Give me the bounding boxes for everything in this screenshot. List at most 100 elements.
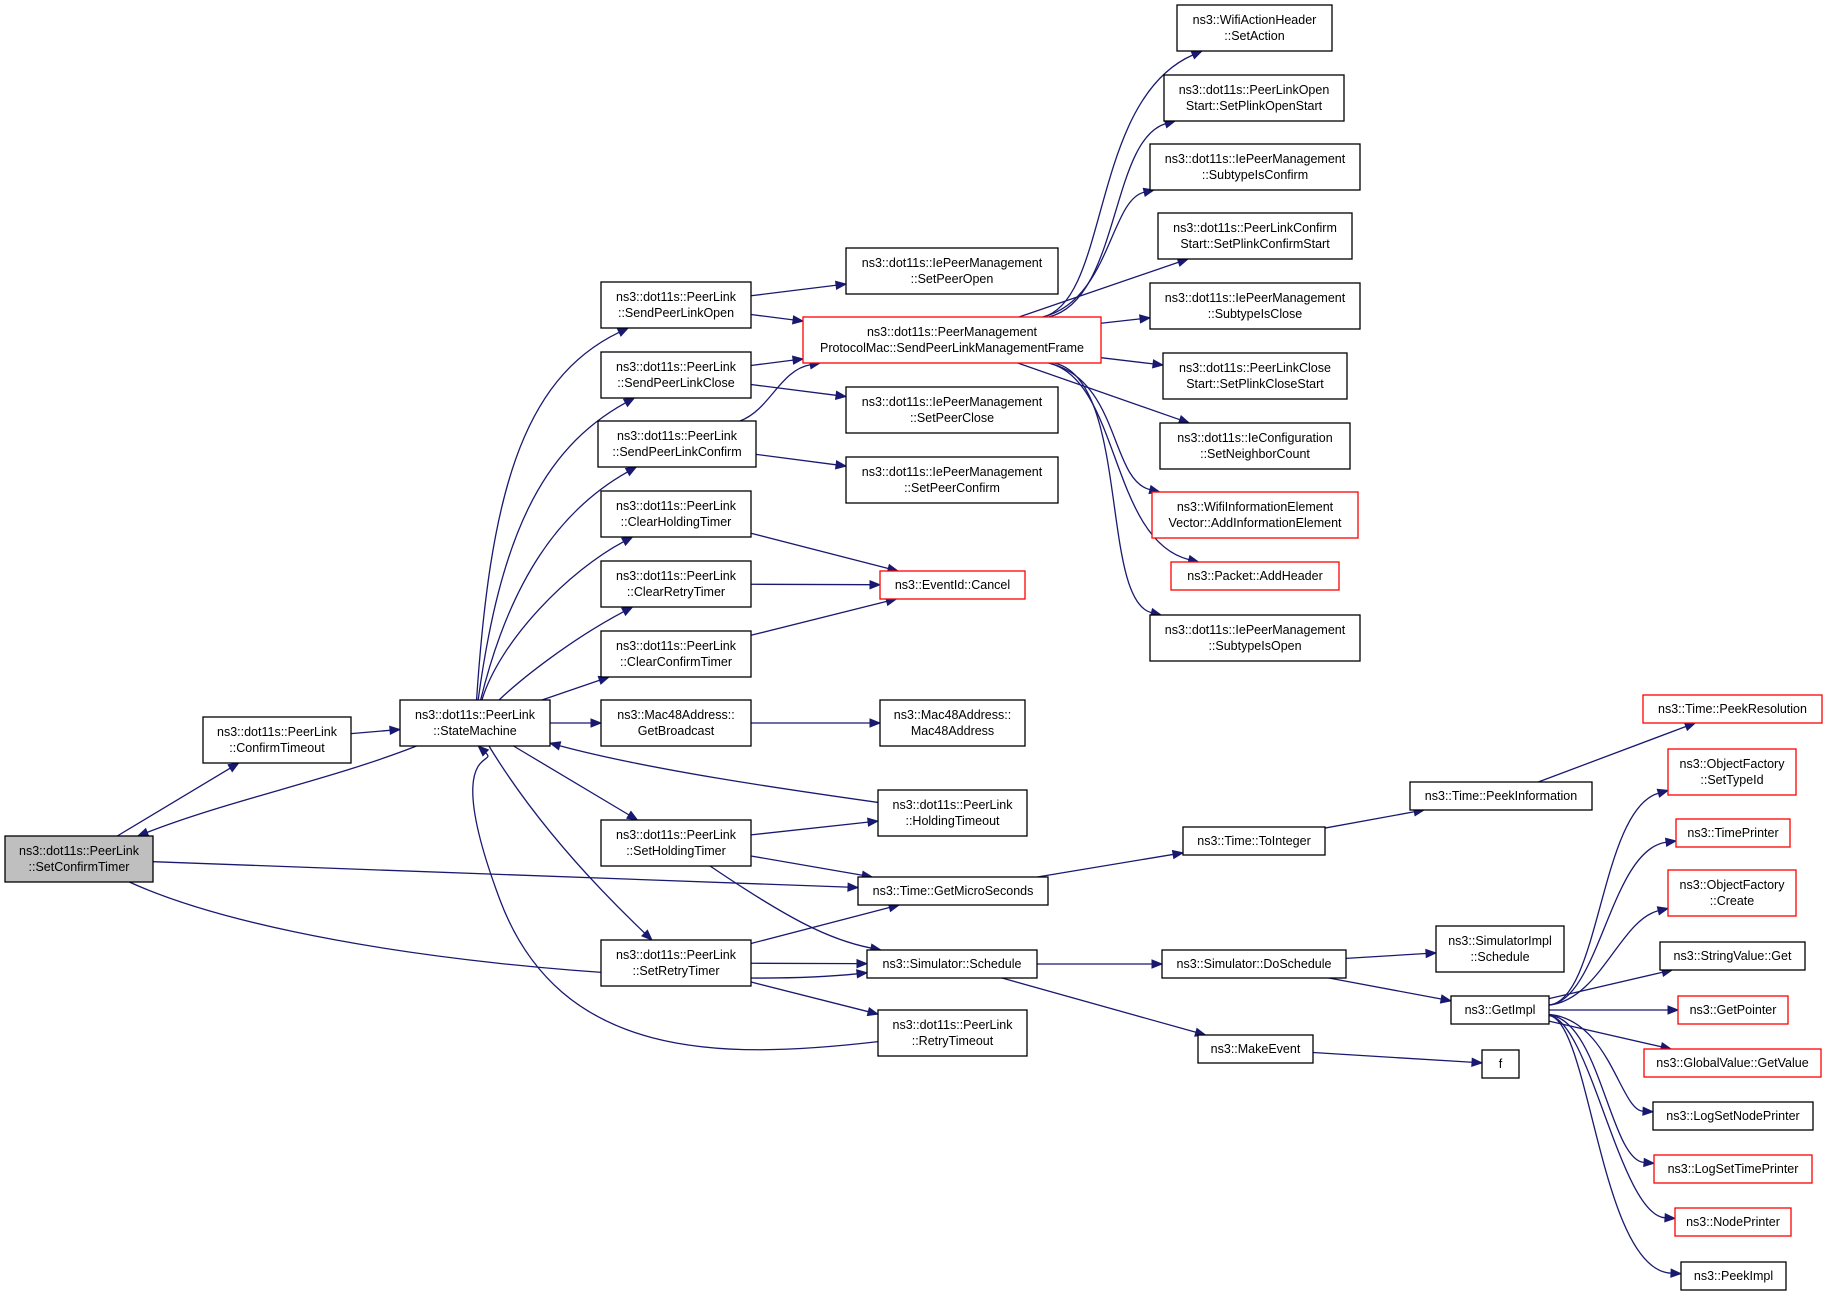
node-setHoldingTimer[interactable]: ns3::dot11s::PeerLink::SetHoldingTimer (600, 819, 752, 867)
node-box-setPlinkCloseStart[interactable] (1162, 352, 1348, 400)
node-box-toInteger[interactable] (1182, 826, 1326, 856)
node-sendPeerLinkConfirm[interactable]: ns3::dot11s::PeerLink::SendPeerLinkConfi… (597, 420, 757, 468)
node-box-simSchedule[interactable] (866, 949, 1038, 979)
node-stateMachine[interactable]: ns3::dot11s::PeerLink::StateMachine (399, 699, 551, 747)
node-box-setPeerOpen[interactable] (845, 247, 1059, 295)
node-box-getMicroSeconds[interactable] (857, 876, 1049, 906)
node-getImpl[interactable]: ns3::GetImpl (1450, 995, 1550, 1025)
node-subtypeIsClose[interactable]: ns3::dot11s::IePeerManagement::SubtypeIs… (1149, 282, 1361, 330)
node-box-doSchedule[interactable] (1161, 949, 1347, 979)
node-box-retryTimeout[interactable] (877, 1009, 1028, 1057)
node-box-nodePrinter[interactable] (1674, 1207, 1792, 1237)
node-box-getImpl[interactable] (1450, 995, 1550, 1025)
node-holdingTimeout[interactable]: ns3::dot11s::PeerLink::HoldingTimeout (877, 789, 1028, 837)
node-box-setPeerClose[interactable] (845, 386, 1059, 434)
node-box-sendPeerLinkClose[interactable] (600, 351, 752, 399)
node-getMicroSeconds[interactable]: ns3::Time::GetMicroSeconds (857, 876, 1049, 906)
node-box-subtypeIsConfirm[interactable] (1149, 143, 1361, 191)
node-setPeerOpen[interactable]: ns3::dot11s::IePeerManagement::SetPeerOp… (845, 247, 1059, 295)
node-box-makeEvent[interactable] (1197, 1034, 1314, 1064)
node-box-clearConfirmTimer[interactable] (600, 630, 752, 678)
node-box-peekResolution[interactable] (1642, 694, 1823, 724)
node-globalValueGet[interactable]: ns3::GlobalValue::GetValue (1643, 1048, 1822, 1078)
node-clearHoldingTimer[interactable]: ns3::dot11s::PeerLink::ClearHoldingTimer (600, 490, 752, 538)
node-setRetryTimer[interactable]: ns3::dot11s::PeerLink::SetRetryTimer (600, 939, 752, 987)
node-setAction[interactable]: ns3::WifiActionHeader::SetAction (1176, 4, 1333, 52)
node-box-subtypeIsClose[interactable] (1149, 282, 1361, 330)
node-timePrinter[interactable]: ns3::TimePrinter (1675, 818, 1791, 848)
node-box-setHoldingTimer[interactable] (600, 819, 752, 867)
node-ofCreate[interactable]: ns3::ObjectFactory::Create (1667, 869, 1797, 917)
node-fNode[interactable]: f (1481, 1049, 1520, 1079)
node-box-getBroadcast[interactable] (600, 699, 752, 747)
node-box-timePrinter[interactable] (1675, 818, 1791, 848)
node-box-simImplSchedule[interactable] (1435, 925, 1565, 973)
node-box-globalValueGet[interactable] (1643, 1048, 1822, 1078)
node-stringValueGet[interactable]: ns3::StringValue::Get (1659, 941, 1806, 971)
node-box-peekImpl[interactable] (1680, 1261, 1787, 1291)
node-ofSetTypeId[interactable]: ns3::ObjectFactory::SetTypeId (1667, 748, 1797, 796)
node-setPlinkCloseStart[interactable]: ns3::dot11s::PeerLinkCloseStart::SetPlin… (1162, 352, 1348, 400)
node-toInteger[interactable]: ns3::Time::ToInteger (1182, 826, 1326, 856)
node-box-sendPeerLinkOpen[interactable] (600, 281, 752, 329)
node-setPlinkOpenStart[interactable]: ns3::dot11s::PeerLinkOpenStart::SetPlink… (1163, 74, 1345, 122)
node-box-setRetryTimer[interactable] (600, 939, 752, 987)
node-box-holdingTimeout[interactable] (877, 789, 1028, 837)
node-box-stateMachine[interactable] (399, 699, 551, 747)
node-box-eventCancel[interactable] (879, 570, 1026, 600)
node-box-addHeader[interactable] (1170, 561, 1340, 591)
node-makeEvent[interactable]: ns3::MakeEvent (1197, 1034, 1314, 1064)
node-box-addInfoElement[interactable] (1151, 491, 1359, 539)
node-box-logSetNodePrinter[interactable] (1652, 1101, 1814, 1131)
node-box-fNode[interactable] (1481, 1049, 1520, 1079)
node-clearRetryTimer[interactable]: ns3::dot11s::PeerLink::ClearRetryTimer (600, 560, 752, 608)
node-logSetTimePrinter[interactable]: ns3::LogSetTimePrinter (1653, 1154, 1813, 1184)
node-setConfirmTimer[interactable]: ns3::dot11s::PeerLink::SetConfirmTimer (4, 835, 154, 883)
node-peekImpl[interactable]: ns3::PeekImpl (1680, 1261, 1787, 1291)
node-box-ofCreate[interactable] (1667, 869, 1797, 917)
node-box-stringValueGet[interactable] (1659, 941, 1806, 971)
node-addInfoElement[interactable]: ns3::WifiInformationElementVector::AddIn… (1151, 491, 1359, 539)
node-box-setPeerConfirm[interactable] (845, 456, 1059, 504)
node-getBroadcast[interactable]: ns3::Mac48Address::GetBroadcast (600, 699, 752, 747)
node-box-clearRetryTimer[interactable] (600, 560, 752, 608)
node-retryTimeout[interactable]: ns3::dot11s::PeerLink::RetryTimeout (877, 1009, 1028, 1057)
node-box-subtypeIsOpen[interactable] (1149, 614, 1361, 662)
node-peekResolution[interactable]: ns3::Time::PeekResolution (1642, 694, 1823, 724)
node-box-setPlinkOpenStart[interactable] (1163, 74, 1345, 122)
node-box-sendMgmtFrame[interactable] (802, 316, 1102, 364)
node-box-setNeighborCount[interactable] (1159, 422, 1351, 470)
node-addHeader[interactable]: ns3::Packet::AddHeader (1170, 561, 1340, 591)
node-sendPeerLinkOpen[interactable]: ns3::dot11s::PeerLink::SendPeerLinkOpen (600, 281, 752, 329)
node-simSchedule[interactable]: ns3::Simulator::Schedule (866, 949, 1038, 979)
node-box-ofSetTypeId[interactable] (1667, 748, 1797, 796)
node-eventCancel[interactable]: ns3::EventId::Cancel (879, 570, 1026, 600)
node-nodePrinter[interactable]: ns3::NodePrinter (1674, 1207, 1792, 1237)
node-box-sendPeerLinkConfirm[interactable] (597, 420, 757, 468)
node-simImplSchedule[interactable]: ns3::SimulatorImpl::Schedule (1435, 925, 1565, 973)
node-box-setPlinkConfirmStart[interactable] (1157, 212, 1353, 260)
node-setPlinkConfirmStart[interactable]: ns3::dot11s::PeerLinkConfirmStart::SetPl… (1157, 212, 1353, 260)
node-box-confirmTimeout[interactable] (202, 716, 352, 764)
node-sendMgmtFrame[interactable]: ns3::dot11s::PeerManagementProtocolMac::… (802, 316, 1102, 364)
node-doSchedule[interactable]: ns3::Simulator::DoSchedule (1161, 949, 1347, 979)
node-box-setConfirmTimer[interactable] (4, 835, 154, 883)
node-mac48Address[interactable]: ns3::Mac48Address::Mac48Address (879, 699, 1026, 747)
node-box-clearHoldingTimer[interactable] (600, 490, 752, 538)
node-box-mac48Address[interactable] (879, 699, 1026, 747)
node-logSetNodePrinter[interactable]: ns3::LogSetNodePrinter (1652, 1101, 1814, 1131)
node-clearConfirmTimer[interactable]: ns3::dot11s::PeerLink::ClearConfirmTimer (600, 630, 752, 678)
node-box-getPointer[interactable] (1677, 995, 1789, 1025)
node-box-peekInformation[interactable] (1409, 781, 1593, 811)
node-subtypeIsConfirm[interactable]: ns3::dot11s::IePeerManagement::SubtypeIs… (1149, 143, 1361, 191)
node-subtypeIsOpen[interactable]: ns3::dot11s::IePeerManagement::SubtypeIs… (1149, 614, 1361, 662)
node-setPeerClose[interactable]: ns3::dot11s::IePeerManagement::SetPeerCl… (845, 386, 1059, 434)
node-getPointer[interactable]: ns3::GetPointer (1677, 995, 1789, 1025)
node-sendPeerLinkClose[interactable]: ns3::dot11s::PeerLink::SendPeerLinkClose (600, 351, 752, 399)
node-box-setAction[interactable] (1176, 4, 1333, 52)
node-setPeerConfirm[interactable]: ns3::dot11s::IePeerManagement::SetPeerCo… (845, 456, 1059, 504)
node-confirmTimeout[interactable]: ns3::dot11s::PeerLink::ConfirmTimeout (202, 716, 352, 764)
node-peekInformation[interactable]: ns3::Time::PeekInformation (1409, 781, 1593, 811)
node-box-logSetTimePrinter[interactable] (1653, 1154, 1813, 1184)
node-setNeighborCount[interactable]: ns3::dot11s::IeConfiguration::SetNeighbo… (1159, 422, 1351, 470)
